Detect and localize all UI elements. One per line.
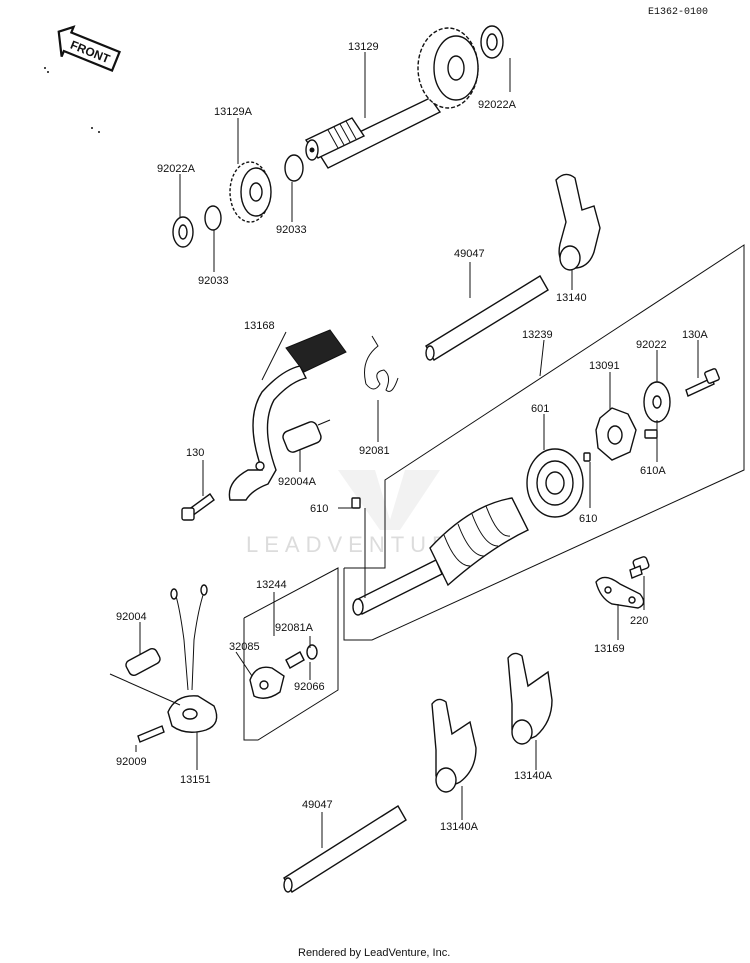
label-92009: 92009 <box>116 756 147 768</box>
label-92004: 92004 <box>116 611 147 623</box>
neutral-switch-13151 <box>109 584 218 733</box>
shift-pedal-13168 <box>228 329 347 501</box>
front-arrow-badge: FRONT <box>57 25 121 72</box>
washer-92022A-left <box>172 216 194 248</box>
label-13169: 13169 <box>594 643 625 655</box>
label-49047-lower: 49047 <box>302 799 333 811</box>
label-92066: 92066 <box>294 681 325 693</box>
spring-92081 <box>364 335 399 392</box>
screw-92009 <box>137 725 165 743</box>
label-49047-upper: 49047 <box>454 248 485 260</box>
label-92081A: 92081A <box>275 622 314 634</box>
label-610A: 610A <box>640 465 666 477</box>
drum-assembly-outline <box>343 244 745 641</box>
gear-13129A <box>229 161 272 223</box>
label-13151: 13151 <box>180 774 211 786</box>
label-92033-low: 92033 <box>198 275 229 287</box>
label-13244: 13244 <box>256 579 287 591</box>
label-13239: 13239 <box>522 329 553 341</box>
label-130A: 130A <box>682 329 708 341</box>
shift-rod-49047-lower <box>283 805 407 893</box>
label-92022A-left: 92022A <box>157 163 196 175</box>
label-92081: 92081 <box>359 445 390 457</box>
spring-92081A <box>285 651 305 669</box>
label-92022A-top: 92022A <box>478 99 517 111</box>
label-610-right: 610 <box>579 513 597 525</box>
bolt-130 <box>181 493 215 521</box>
shift-fork-13140A-right <box>507 652 553 745</box>
circlip-92033-mid <box>284 154 304 182</box>
footer-credit: Rendered by LeadVenture, Inc. <box>298 947 450 959</box>
label-130: 130 <box>186 447 204 459</box>
label-13140A-left: 13140A <box>440 821 479 833</box>
bearing-601 <box>526 448 584 518</box>
pin-610A <box>644 429 658 439</box>
bolt-130A <box>685 368 720 397</box>
detent-assembly-outline <box>243 567 339 741</box>
shift-fork-13140 <box>555 173 601 271</box>
shaft-13129 <box>304 97 442 169</box>
circlip-92033-low <box>204 205 222 231</box>
washer-92066 <box>306 644 318 660</box>
collar-92004A <box>282 419 331 453</box>
cam-13091 <box>595 407 637 461</box>
debris-marks <box>44 67 100 133</box>
screw-220 <box>629 556 650 579</box>
shift-fork-13140A-left <box>431 698 477 793</box>
label-610-left: 610 <box>310 503 328 515</box>
plate-13169 <box>595 576 645 609</box>
label-92022: 92022 <box>636 339 667 351</box>
gear-13129-large <box>417 27 479 109</box>
collar-92004 <box>125 648 161 676</box>
label-220: 220 <box>630 615 648 627</box>
detent-lever-32085 <box>249 666 285 699</box>
pin-610-left <box>351 497 361 509</box>
label-13140A-right: 13140A <box>514 770 553 782</box>
label-13129A: 13129A <box>214 106 253 118</box>
watermark-logo <box>338 470 440 530</box>
label-32085: 32085 <box>229 641 260 653</box>
label-13140: 13140 <box>556 292 587 304</box>
label-13091: 13091 <box>589 360 620 372</box>
label-601: 601 <box>531 403 549 415</box>
leader-lines <box>135 52 699 848</box>
label-92004A: 92004A <box>278 476 317 488</box>
pin-610-right <box>583 452 591 462</box>
washer-92022 <box>643 381 671 423</box>
shift-drum-13239 <box>352 497 529 616</box>
label-13129: 13129 <box>348 41 379 53</box>
watermark-text: LEADVENTURE <box>246 532 475 557</box>
shift-rod-49047-upper <box>425 275 549 361</box>
washer-92022A-top <box>480 25 504 59</box>
label-92033-mid: 92033 <box>276 224 307 236</box>
diagram-code: E1362-0100 <box>648 7 708 18</box>
label-13168: 13168 <box>244 320 275 332</box>
